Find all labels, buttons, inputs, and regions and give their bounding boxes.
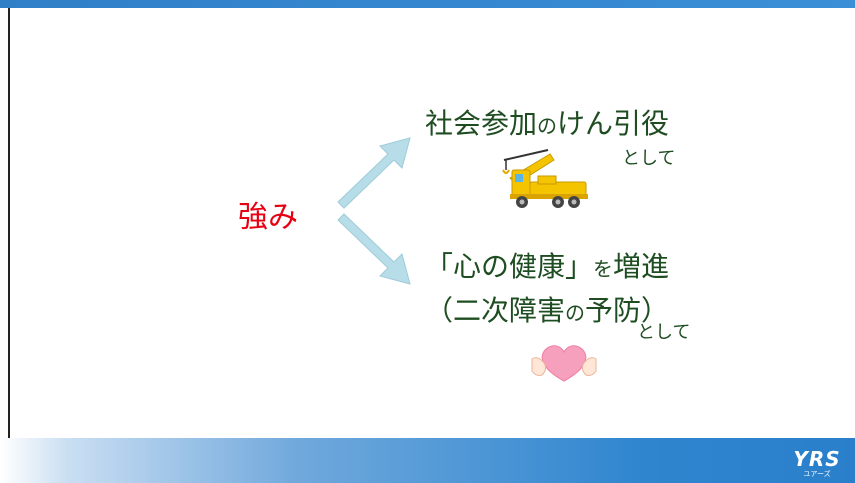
role-health-suffix: として [637,322,691,343]
role-health-line2-particle: の [565,301,586,325]
role-health-line1-part2: 増進 [613,250,670,283]
arrow-up-right-icon [337,137,411,209]
role-mental-health: 「心の健康」を増進 （二次障害の予防） [425,246,669,334]
role-health-line1: 「心の健康」を増進 [425,246,669,290]
logo-main-text: YRS [793,447,841,471]
strength-label: 強み [238,200,298,235]
crane-truck-icon [502,149,588,208]
top-bar [0,0,855,8]
arrow-down-right-icon [337,213,411,285]
role-health-line2: （二次障害の予防） [425,290,669,334]
role-health-line1-particle: を [593,257,614,281]
role-social-part1: 社会参加 [425,107,538,140]
yrs-logo: YRS ユアーズ [786,448,848,480]
bottom-bar [0,438,855,483]
logo-sub-text: ユアーズ [803,470,831,478]
role-social-part2: けん引役 [557,107,670,140]
role-social-suffix: として [622,148,676,169]
left-border [8,8,10,448]
role-health-line2-part1: （二次障害 [425,294,566,327]
role-social-particle: の [537,114,558,138]
role-health-line2-part2: 予防） [585,294,670,327]
role-health-line1-part1: 「心の健康」 [425,250,594,283]
heart-hands-icon [531,345,597,382]
role-social-leader: 社会参加のけん引役 [425,102,669,142]
